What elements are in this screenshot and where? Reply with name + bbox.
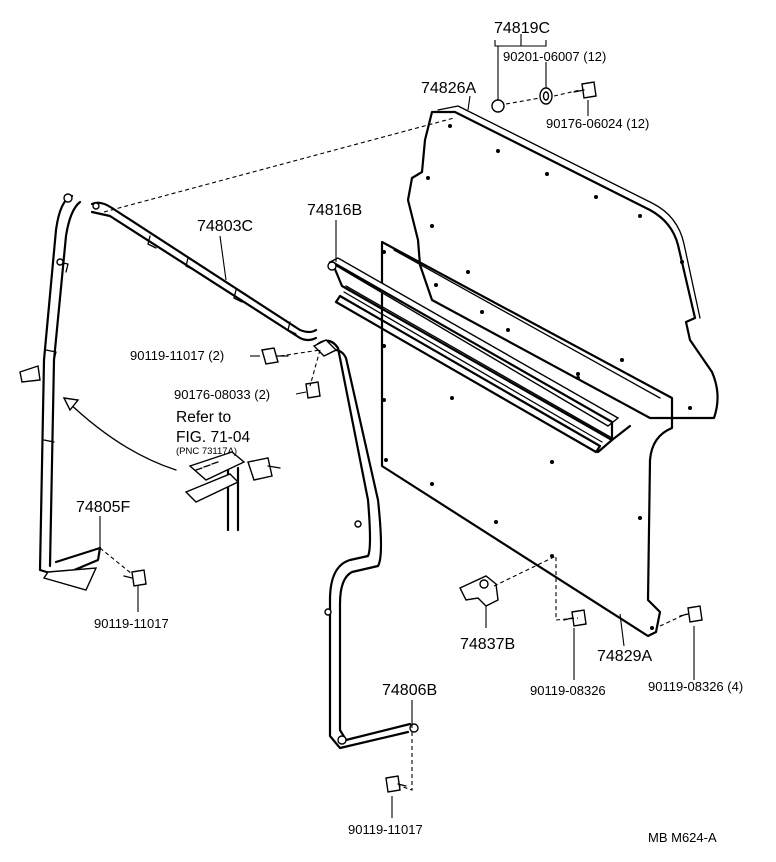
label-74819C: 74819C: [494, 20, 550, 37]
bolt-90119-11017-upper: [261, 347, 289, 365]
frame-bow-74803C: [90, 201, 318, 342]
label-74806B: 74806B: [382, 682, 437, 699]
label-90201-06007: 90201-06007 (12): [503, 49, 606, 64]
reference-line-2: FIG. 71-04: [176, 429, 250, 446]
label-74816B: 74816B: [307, 202, 362, 219]
label-74837B: 74837B: [460, 636, 515, 653]
reference-line-3: (PNC 73117A): [176, 446, 237, 457]
label-90176-08033: 90176-08033 (2): [174, 387, 270, 402]
label-90119-11017-bottom: 90119-11017: [348, 822, 423, 837]
label-74826A: 74826A: [421, 80, 476, 97]
label-90119-11017-left: 90119-11017: [94, 616, 169, 631]
reference-line-1: Refer to: [176, 409, 231, 426]
fastener-74819C-washer: [491, 99, 505, 113]
label-74803C: 74803C: [197, 218, 253, 235]
label-90119-08326: 90119-08326: [530, 683, 606, 698]
label-74805F: 74805F: [76, 499, 130, 516]
rear-board-lower-74829A: [380, 240, 674, 638]
bolt-90119-11017-left: [123, 569, 147, 587]
leader-lines: [99, 34, 695, 818]
label-90119-08326-4: 90119-08326 (4): [648, 679, 743, 694]
label-90176-06024: 90176-06024 (12): [546, 116, 649, 131]
part-labels: 74819C 90201-06007 (12) 74826A 90176-060…: [76, 20, 743, 845]
bolt-90176-06024: [573, 81, 597, 99]
bolt-90119-08326-right: [679, 605, 703, 623]
right-pillar-74806B: [312, 339, 419, 750]
rear-board-upper-74826A: [406, 105, 719, 420]
bolt-90176-08033: [305, 381, 321, 399]
bolt-90119-11017-bottom: [385, 775, 407, 793]
left-pillar-74805F: [19, 193, 102, 591]
label-74829A: 74829A: [597, 648, 652, 665]
bracket-74837B: [459, 575, 499, 607]
seat-belt-reference-sketch: [62, 397, 281, 532]
assembly-dashed-lines: [99, 89, 687, 791]
fastener-90201-06007: [539, 87, 553, 105]
board-rail-74816B: [327, 257, 632, 454]
bolt-90119-08326-mid: [563, 609, 587, 627]
figure-code: MB M624-A: [648, 830, 717, 845]
label-90119-11017-2: 90119-11017 (2): [130, 348, 224, 363]
